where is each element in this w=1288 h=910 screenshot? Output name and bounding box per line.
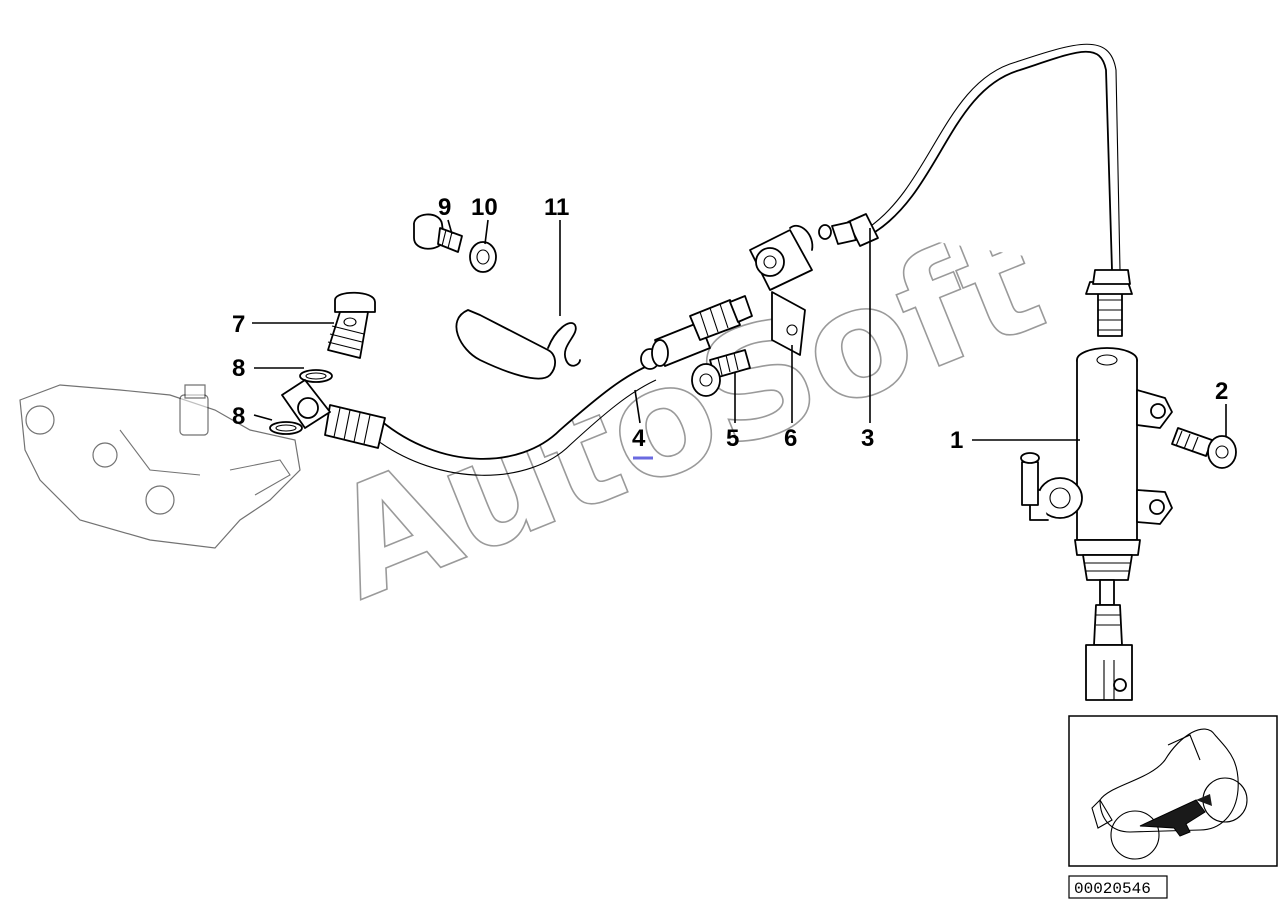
diagram-number-box: 00020546 (1068, 875, 1168, 899)
callout-labels: 1 2 3 4 5 6 7 8 8 9 10 11 (232, 194, 1228, 454)
washer-part-10 (469, 241, 497, 273)
seal-rings-part-8 (269, 369, 333, 435)
brake-master-cylinder (1020, 281, 1173, 701)
bolt-part-2 (1171, 427, 1237, 469)
brake-hose-part-4 (324, 295, 753, 476)
brake-caliper (19, 384, 301, 549)
hose-clip-part-11 (455, 309, 581, 380)
adapter-bracket-part-6 (749, 225, 814, 356)
callout-11: 11 (544, 194, 569, 221)
brake-pipe-part-3 (818, 43, 1131, 285)
motorcycle-thumbnail (1068, 715, 1278, 867)
callout-6: 6 (784, 425, 797, 452)
callout-8-upper: 8 (232, 355, 245, 382)
callout-7: 7 (232, 311, 245, 338)
callout-5: 5 (726, 425, 739, 452)
leader-lines (252, 219, 1227, 441)
callout-10: 10 (471, 194, 498, 221)
callout-3: 3 (861, 425, 874, 452)
callout-9: 9 (438, 194, 451, 221)
banjo-bolt-part-7 (327, 291, 376, 359)
screw-part-9 (413, 213, 463, 253)
callout-2: 2 (1215, 378, 1228, 405)
callout-4: 4 (632, 425, 646, 452)
screw-part-5 (691, 349, 751, 397)
callout-8-lower: 8 (232, 403, 245, 430)
callout-1: 1 (950, 427, 963, 454)
diagram-number: 00020546 (1074, 880, 1151, 898)
